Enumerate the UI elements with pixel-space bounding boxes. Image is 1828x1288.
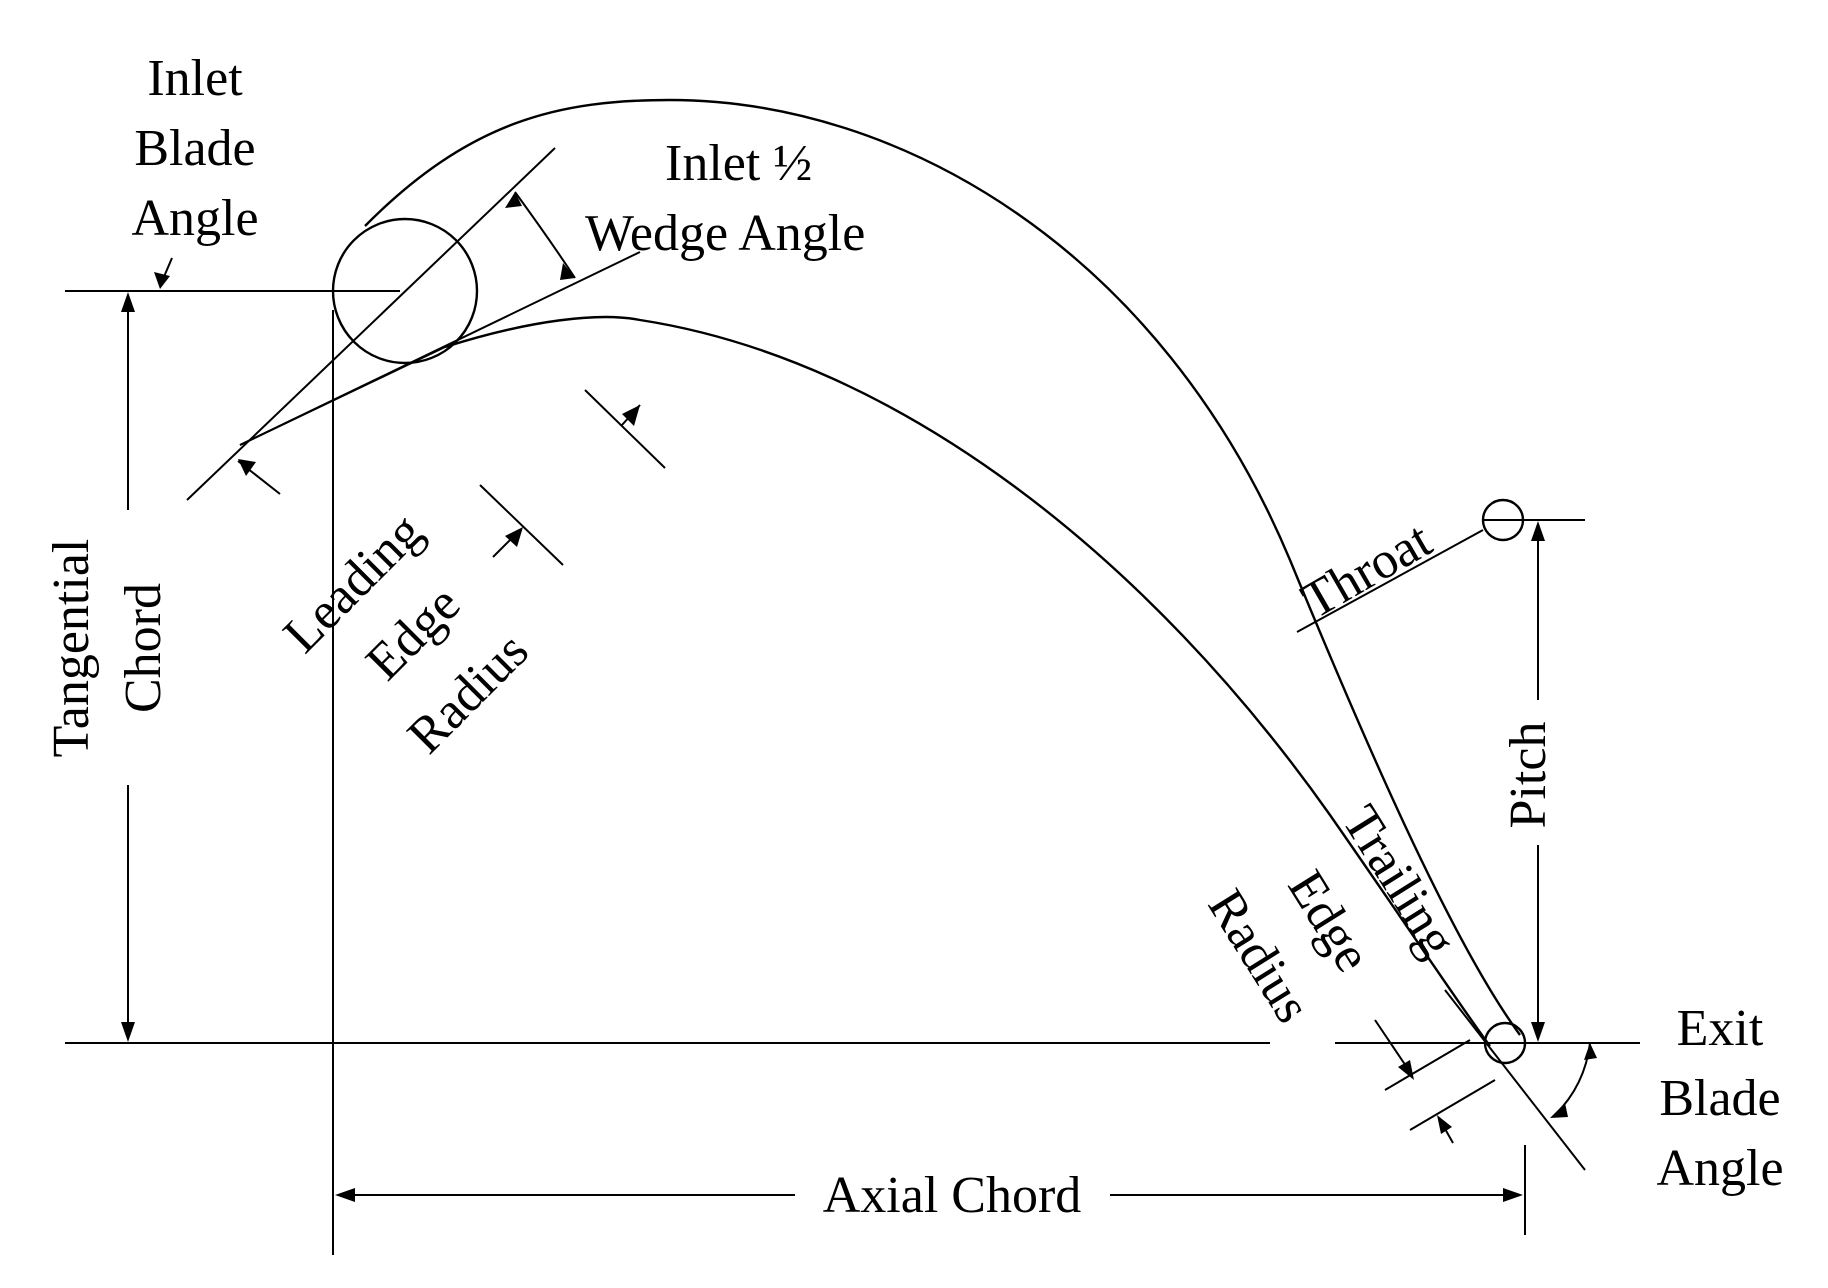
trailing-edge-radius-label: Trailing Edge Radius	[1197, 796, 1468, 1033]
tangential-chord-dimension	[121, 292, 135, 1042]
suction-surface	[364, 98, 1521, 1036]
throat-label: Throat	[1292, 511, 1441, 630]
inlet-wedge-angle-label: Inlet ½ Wedge Angle	[585, 135, 865, 262]
inlet-blade-angle-line-1: Inlet	[147, 50, 243, 107]
exit-blade-angle-line-1: Exit	[1677, 1000, 1764, 1057]
inlet-blade-angle-label: Inlet Blade Angle	[131, 50, 258, 247]
tangential-chord-line-1: Tangential	[43, 539, 100, 758]
inlet-construction	[154, 147, 641, 501]
exit-blade-angle-line-3: Angle	[1656, 1140, 1783, 1197]
leading-edge-radius-label: Leading Edge Radius	[273, 503, 540, 765]
pitch-dimension	[1531, 521, 1545, 1042]
pitch-label: Pitch	[1500, 722, 1557, 829]
tangential-chord-line-2: Chord	[115, 583, 172, 713]
trailing-edge-construction	[1374, 989, 1597, 1171]
inlet-blade-angle-line-3: Angle	[131, 190, 258, 247]
leading-edge-radius-marks	[479, 389, 666, 566]
reference-lines	[65, 290, 1640, 1255]
axial-chord-label: Axial Chord	[823, 1167, 1082, 1224]
pressure-surface	[444, 315, 1491, 1047]
inlet-wedge-angle-line-2: Wedge Angle	[585, 205, 865, 262]
exit-blade-angle-line-2: Blade	[1659, 1070, 1780, 1127]
throat-dimension	[1296, 529, 1484, 633]
axial-chord-dimension	[335, 1188, 1523, 1202]
exit-blade-angle-label: Exit Blade Angle	[1656, 1000, 1783, 1197]
tangential-chord-label: Tangential Chord	[43, 539, 172, 758]
inlet-blade-angle-line-2: Blade	[134, 120, 255, 177]
inlet-wedge-angle-line-1: Inlet ½	[665, 135, 812, 192]
